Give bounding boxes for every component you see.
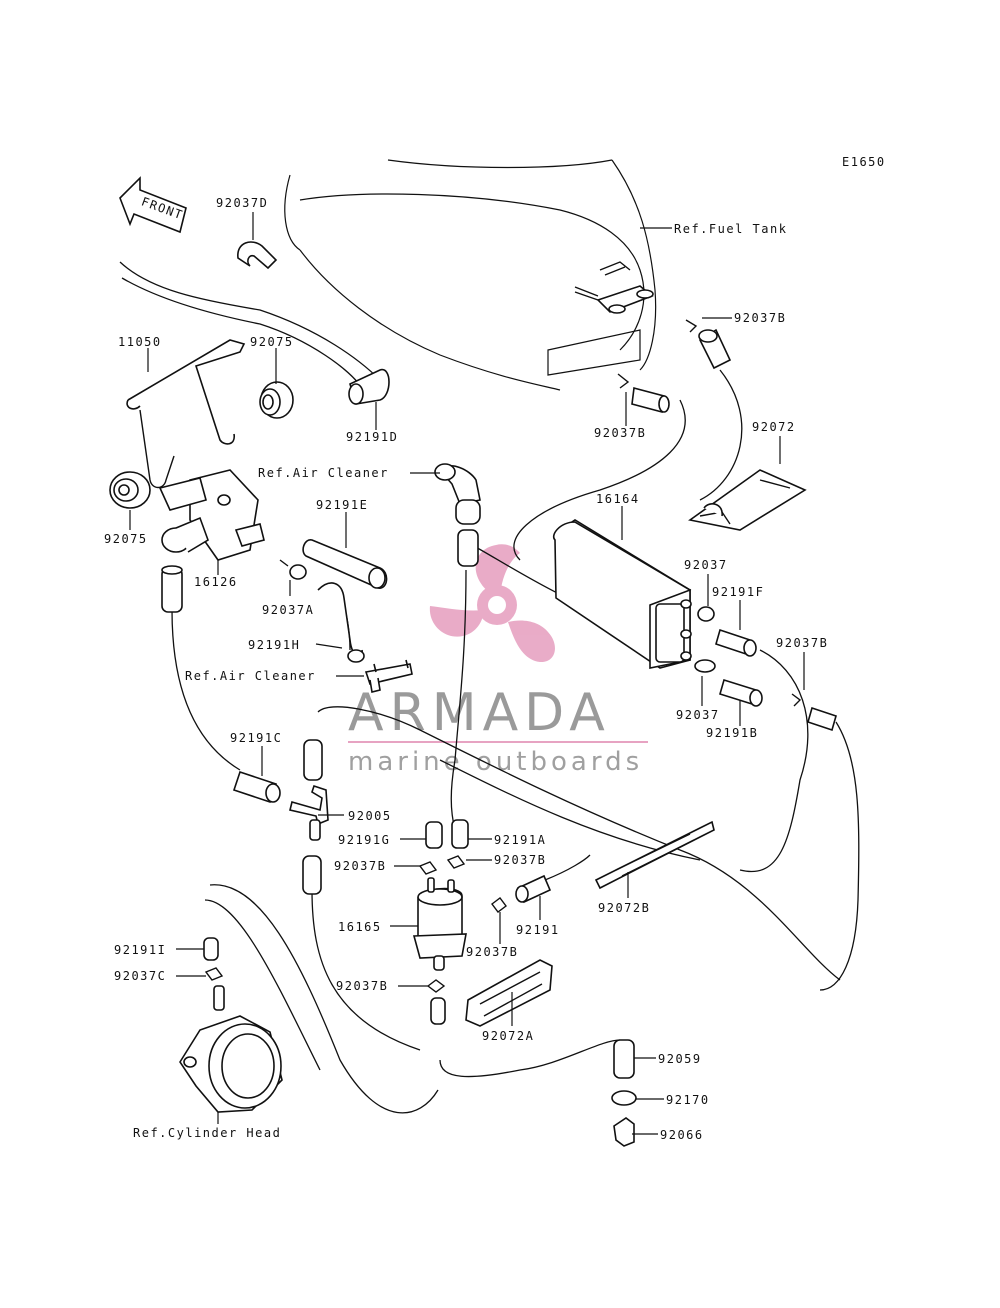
part-92191A-tube xyxy=(451,819,469,849)
label-92037A: 92037A xyxy=(262,603,314,617)
label-92037B-5: 92037B xyxy=(494,853,546,867)
label-92075-top: 92075 xyxy=(250,335,294,349)
part-92191C-tube xyxy=(232,770,281,804)
part-92191H-hose xyxy=(317,582,365,663)
label-16164: 16164 xyxy=(596,492,640,506)
label-92066: 92066 xyxy=(660,1128,704,1142)
label-92191H: 92191H xyxy=(248,638,300,652)
part-tee-fitting-air-cleaner xyxy=(364,659,413,693)
label-92059: 92059 xyxy=(658,1052,702,1066)
part-92037A-clamp xyxy=(279,559,307,580)
label-92037B-4: 92037B xyxy=(334,859,386,873)
part-92037B-hose-mid xyxy=(617,373,670,414)
label-92191D: 92191D xyxy=(346,430,398,444)
diagram-code: E1650 xyxy=(842,155,886,169)
part-92037-clamp-1 xyxy=(697,606,715,622)
label-16126: 16126 xyxy=(194,575,238,589)
label-92037C: 92037C xyxy=(114,969,166,983)
part-air-cleaner-elbow xyxy=(434,463,481,567)
label-92037B-2: 92037B xyxy=(594,426,646,440)
label-92191C: 92191C xyxy=(230,731,282,745)
front-arrow-icon: FRONT xyxy=(119,176,187,234)
part-16164-canister xyxy=(553,519,692,669)
label-11050: 11050 xyxy=(118,335,162,349)
part-92037B-right-tube xyxy=(791,693,837,732)
label-92191F: 92191F xyxy=(712,585,764,599)
part-92075-grommet-left xyxy=(109,471,151,509)
part-92191-small-tube xyxy=(515,874,552,904)
label-92037-2: 92037 xyxy=(676,708,720,722)
part-92191B-tube xyxy=(719,678,763,707)
part-92072A-strap xyxy=(465,959,553,1027)
part-92037-clamp-2 xyxy=(694,659,716,673)
label-92037D: 92037D xyxy=(216,196,268,210)
label-ref-air-cleaner-1: Ref.Air Cleaner xyxy=(258,466,389,480)
label-92170: 92170 xyxy=(666,1093,710,1107)
part-92037B-clips-center xyxy=(418,855,466,875)
part-92037B-hose-top xyxy=(685,319,732,370)
part-92005-tee xyxy=(289,784,329,841)
part-92066-plug xyxy=(613,1117,635,1147)
label-92191I: 92191I xyxy=(114,943,166,957)
label-16165: 16165 xyxy=(338,920,382,934)
label-92037: 92037 xyxy=(684,558,728,572)
part-16126-valve xyxy=(158,469,265,561)
part-92037B-pump-clip xyxy=(491,897,507,913)
part-16165-fuel-pump xyxy=(412,877,467,971)
part-92059-tube xyxy=(613,1039,635,1079)
label-92037B-7: 92037B xyxy=(336,979,388,993)
label-92072A: 92072A xyxy=(482,1029,534,1043)
part-92191F-tube xyxy=(715,628,757,657)
label-92037B-1: 92037B xyxy=(734,311,786,325)
label-92037B-3: 92037B xyxy=(776,636,828,650)
part-92037C-clip xyxy=(204,967,224,981)
part-92037B-lower-clip xyxy=(426,979,446,993)
propeller-logo-icon xyxy=(429,544,555,663)
watermark-subtitle: marine outboards xyxy=(348,747,643,777)
part-92191-lower-tube xyxy=(430,997,446,1025)
label-ref-cylinder-head: Ref.Cylinder Head xyxy=(133,1126,281,1140)
label-ref-fuel-tank: Ref.Fuel Tank xyxy=(674,222,787,236)
part-92191-center-tube-upper xyxy=(303,739,323,781)
label-92191E: 92191E xyxy=(316,498,368,512)
label-92037B-6: 92037B xyxy=(466,945,518,959)
part-92191E-hose xyxy=(302,539,388,589)
label-92191G: 92191G xyxy=(338,833,390,847)
watermark: ARMADA marine outboards xyxy=(348,544,648,777)
part-92191G-tube xyxy=(425,821,443,849)
part-92191I-tube xyxy=(203,937,219,961)
part-92075-grommet-top xyxy=(259,381,294,419)
part-92037D-clip xyxy=(237,241,278,270)
part-92191D-hose xyxy=(348,369,390,405)
label-92075-left: 92075 xyxy=(104,532,148,546)
part-92170-clamp xyxy=(611,1090,637,1106)
label-92072: 92072 xyxy=(752,420,796,434)
leader-lines xyxy=(129,212,805,1135)
part-92191-lower-left-tube xyxy=(302,855,322,895)
part-11050-bracket xyxy=(126,339,246,489)
label-92072B: 92072B xyxy=(598,901,650,915)
part-cylinder-head-intake xyxy=(179,985,283,1113)
fuel-tank-outline xyxy=(284,159,657,391)
part-92072B-strap xyxy=(594,820,715,890)
hose-routing xyxy=(119,261,860,1114)
label-92191B: 92191B xyxy=(706,726,758,740)
label-92191: 92191 xyxy=(516,923,560,937)
part-labels: 92037D Ref.Fuel Tank 11050 92075 92037B … xyxy=(104,196,828,1142)
part-92072-strap xyxy=(688,469,807,531)
watermark-title: ARMADA xyxy=(348,683,611,743)
label-ref-air-cleaner-2: Ref.Air Cleaner xyxy=(185,669,316,683)
label-92191A: 92191A xyxy=(494,833,546,847)
part-92191-left-tube xyxy=(161,565,183,613)
label-92005: 92005 xyxy=(348,809,392,823)
